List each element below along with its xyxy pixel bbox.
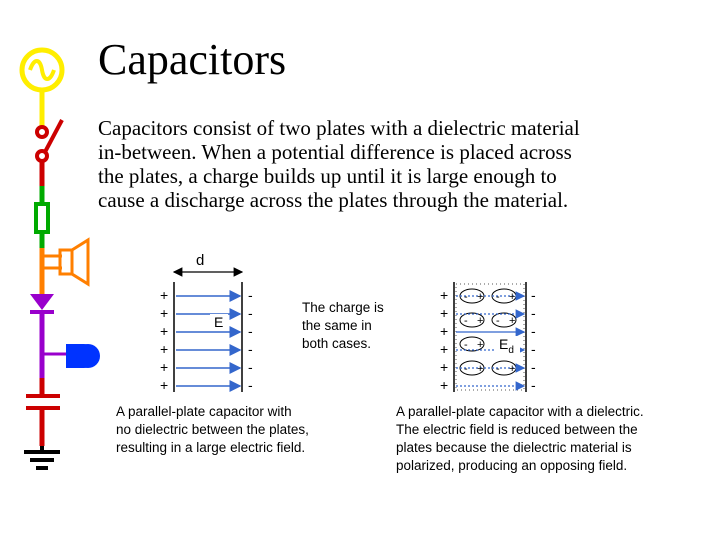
plus-sign: + [440, 359, 448, 375]
minus-sign: - [531, 287, 536, 303]
minus-sign: - [248, 341, 253, 357]
left-capacitor: d + + + + + + - - - - - - [116, 252, 309, 455]
minus-sign: - [248, 323, 253, 339]
right-capacitor: + + + + + + - - - - - - [396, 282, 644, 473]
ac-source-icon [19, 47, 65, 128]
diode-icon [30, 294, 66, 378]
body-line: in-between. When a potential difference … [98, 140, 572, 164]
gap-label: d [196, 252, 204, 269]
note-line: The charge is [302, 300, 384, 315]
dipole-plus: + [477, 363, 483, 375]
minus-sign: - [531, 323, 536, 339]
slide-body: Capacitors consist of two plates with a … [98, 116, 698, 212]
note-line: both cases. [302, 336, 371, 351]
minus-sign: - [248, 359, 253, 375]
lamp-icon [66, 344, 100, 368]
dipole-plus: + [477, 339, 483, 351]
dipole-minus: - [496, 315, 500, 327]
minus-sign: - [531, 341, 536, 357]
right-caption-line: polarized, producing an opposing field. [396, 458, 627, 473]
dipole-minus: - [496, 363, 500, 375]
plus-sign: + [440, 377, 448, 393]
plus-sign: + [160, 323, 168, 339]
minus-sign: - [531, 305, 536, 321]
dielectric-region [455, 283, 525, 391]
dipole-minus: - [464, 291, 468, 303]
body-line: the plates, a charge builds up until it … [98, 164, 557, 188]
right-caption-line: The electric field is reduced between th… [396, 422, 638, 437]
dipole-minus: - [496, 291, 500, 303]
plus-sign: + [440, 305, 448, 321]
field-label: E [214, 314, 223, 330]
dipole-plus: + [477, 315, 483, 327]
resistor-icon [34, 186, 50, 248]
dipole-plus: + [477, 291, 483, 303]
dipole-plus: + [509, 363, 515, 375]
left-caption-line: A parallel-plate capacitor with [116, 404, 292, 419]
dipole-minus: - [464, 363, 468, 375]
dipole-plus: + [509, 291, 515, 303]
minus-sign: - [248, 377, 253, 393]
plus-sign: + [160, 377, 168, 393]
body-line: Capacitors consist of two plates with a … [98, 116, 580, 140]
dipole-plus: + [509, 315, 515, 327]
body-line: cause a discharge across the plates thro… [98, 188, 569, 212]
minus-sign: - [531, 359, 536, 375]
left-caption-line: resulting in a large electric field. [116, 440, 305, 455]
slide-title: Capacitors [98, 35, 287, 84]
middle-note: The charge is the same in both cases. [302, 300, 384, 351]
note-line: the same in [302, 318, 372, 333]
minus-sign: - [248, 305, 253, 321]
plus-sign: + [440, 323, 448, 339]
minus-sign: - [531, 377, 536, 393]
plus-sign: + [160, 341, 168, 357]
switch-icon [35, 119, 64, 186]
field-label: Ed [499, 336, 514, 356]
ground-icon [24, 446, 60, 470]
plus-sign: + [160, 287, 168, 303]
circuit-decoration [19, 47, 100, 470]
plus-sign: + [160, 305, 168, 321]
dipole-minus: - [464, 315, 468, 327]
dipole-minus: - [464, 339, 468, 351]
minus-sign: - [248, 287, 253, 303]
capacitor-icon [26, 378, 60, 446]
plus-sign: + [160, 359, 168, 375]
plus-sign: + [440, 341, 448, 357]
plus-sign: + [440, 287, 448, 303]
speaker-icon [39, 237, 90, 294]
left-caption-line: no dielectric between the plates, [116, 422, 309, 437]
right-caption-line: plates because the dielectric material i… [396, 440, 632, 455]
right-caption-line: A parallel-plate capacitor with a dielec… [396, 404, 644, 419]
